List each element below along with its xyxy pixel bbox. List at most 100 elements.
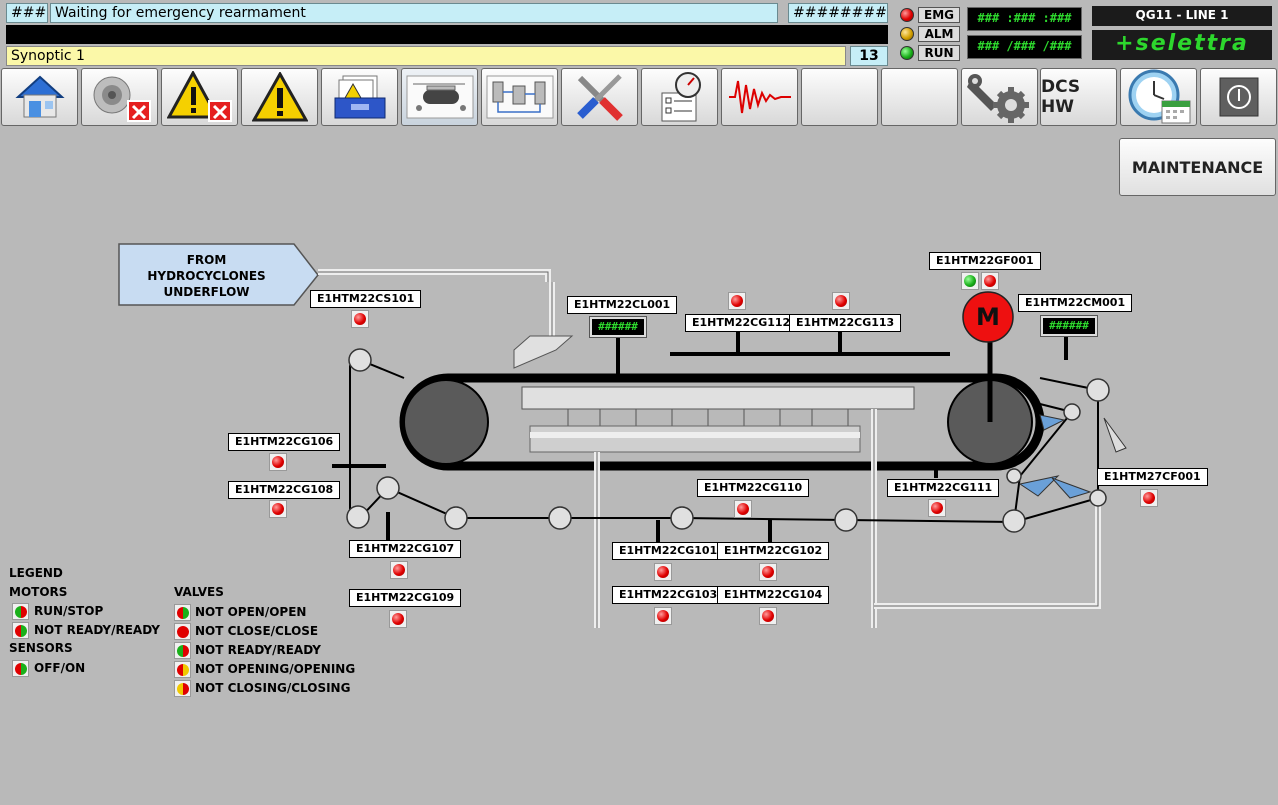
- synoptic-title: Synoptic 1: [6, 46, 846, 66]
- alarm-archive-button[interactable]: [321, 68, 398, 126]
- reset-alarm-button[interactable]: [161, 68, 238, 126]
- tag-cg108[interactable]: E1HTM22CG108: [228, 481, 341, 499]
- reset-alarm-icon: [166, 71, 232, 122]
- legend-close-icon: [174, 623, 191, 640]
- tag-cg112[interactable]: E1HTM22CG112: [685, 314, 798, 332]
- emg-label: EMG: [918, 7, 960, 23]
- alarm-warning-icon: [251, 72, 308, 122]
- legend-sensors-title: SENSORS: [9, 641, 73, 655]
- legend-valve-ready-icon: [174, 642, 191, 659]
- clock-calendar-icon: [1128, 69, 1190, 124]
- run-led: [900, 46, 914, 60]
- maintenance-button[interactable]: MAINTENANCE: [1119, 138, 1276, 196]
- legend-ready-icon: [12, 622, 29, 639]
- message-bar: [6, 25, 888, 44]
- legend-valves-1: NOT CLOSE/CLOSE: [195, 624, 319, 638]
- trend-button[interactable]: [721, 68, 798, 126]
- legend-motors-1: NOT READY/READY: [34, 623, 160, 637]
- blank-button-1[interactable]: [801, 68, 878, 126]
- legend-off-on-icon: [12, 660, 29, 677]
- legend-run-stop-icon: [12, 603, 29, 620]
- blank-button-2[interactable]: [881, 68, 958, 126]
- cs101-led[interactable]: [351, 310, 369, 328]
- header-left-code: ###: [6, 3, 48, 23]
- maintenance-label: MAINTENANCE: [1131, 157, 1264, 177]
- cg104-led[interactable]: [759, 607, 777, 625]
- tag-cg111[interactable]: E1HTM22CG111: [887, 479, 1000, 497]
- dcs-hw-button[interactable]: DCS HW: [1040, 68, 1117, 126]
- run-label: RUN: [918, 45, 960, 61]
- tag-cm001[interactable]: E1HTM22CM001: [1018, 294, 1133, 312]
- power-icon: [1219, 77, 1258, 117]
- wrench-gear-icon: [966, 74, 1029, 123]
- date-display: ### /### /###: [967, 35, 1082, 59]
- gf001-run-led[interactable]: [961, 272, 979, 290]
- cg112-led[interactable]: [728, 292, 746, 310]
- tag-gf001[interactable]: E1HTM22GF001: [929, 252, 1041, 270]
- legend-sensors-0: OFF/ON: [34, 661, 86, 675]
- tag-cf001[interactable]: E1HTM27CF001: [1097, 468, 1208, 486]
- tag-cg101[interactable]: E1HTM22CG101: [612, 542, 725, 560]
- legend-closing-icon: [174, 680, 191, 697]
- motor-symbol: [962, 291, 1014, 343]
- mute-speaker-icon: [93, 76, 151, 122]
- synoptic-1-icon: [406, 75, 473, 119]
- power-button[interactable]: [1200, 68, 1277, 126]
- cg101-led[interactable]: [654, 563, 672, 581]
- tag-cg107[interactable]: E1HTM22CG107: [349, 540, 462, 558]
- legend-opening-icon: [174, 661, 191, 678]
- tag-cg104[interactable]: E1HTM22CG104: [717, 586, 830, 604]
- tools-icon: [576, 74, 623, 121]
- tag-cg103[interactable]: E1HTM22CG103: [612, 586, 725, 604]
- legend-valves-title: VALVES: [174, 585, 224, 599]
- tag-cl001[interactable]: E1HTM22CL001: [567, 296, 678, 314]
- cg110-led[interactable]: [734, 500, 752, 518]
- motor-display: ######: [1040, 315, 1098, 337]
- mute-buzzer-button[interactable]: [81, 68, 158, 126]
- legend-valves-4: NOT CLOSING/CLOSING: [195, 681, 351, 695]
- cg113-led[interactable]: [832, 292, 850, 310]
- cg102-led[interactable]: [759, 563, 777, 581]
- cg109-led[interactable]: [389, 610, 407, 628]
- cf001-led[interactable]: [1140, 489, 1158, 507]
- tag-cg102[interactable]: E1HTM22CG102: [717, 542, 830, 560]
- legend-open-icon: [174, 604, 191, 621]
- tag-cs101[interactable]: E1HTM22CS101: [310, 290, 422, 308]
- tag-cg109[interactable]: E1HTM22CG109: [349, 589, 462, 607]
- legend-valves-3: NOT OPENING/OPENING: [195, 662, 356, 676]
- tag-cg110[interactable]: E1HTM22CG110: [697, 479, 810, 497]
- checklist-button[interactable]: [641, 68, 718, 126]
- trend-icon: [728, 80, 791, 114]
- line-title: QG11 - LINE 1: [1092, 6, 1272, 26]
- home-button[interactable]: [1, 68, 78, 126]
- cg111-led[interactable]: [928, 499, 946, 517]
- cg107-led[interactable]: [390, 561, 408, 579]
- tag-cg106[interactable]: E1HTM22CG106: [228, 433, 341, 451]
- gf001-ready-led[interactable]: [981, 272, 999, 290]
- alarm-archive-icon: [334, 75, 385, 119]
- gauge-checklist-icon: [661, 72, 701, 122]
- page-count: 13: [850, 46, 888, 66]
- alarms-button[interactable]: [241, 68, 318, 126]
- tools-button[interactable]: [561, 68, 638, 126]
- cg108-led[interactable]: [269, 500, 287, 518]
- synoptic-1-button[interactable]: [401, 68, 478, 126]
- emg-led: [900, 8, 914, 22]
- legend-valves-0: NOT OPEN/OPEN: [195, 605, 307, 619]
- date-time-button[interactable]: [1120, 68, 1197, 126]
- cg103-led[interactable]: [654, 607, 672, 625]
- tag-cg113[interactable]: E1HTM22CG113: [789, 314, 902, 332]
- selettra-logo: +selettra: [1092, 30, 1272, 60]
- cg106-led[interactable]: [269, 453, 287, 471]
- settings-button[interactable]: [961, 68, 1038, 126]
- synoptic-2-button[interactable]: [481, 68, 558, 126]
- feed-arrow: [118, 243, 319, 306]
- time-display: ### :### :###: [967, 7, 1082, 31]
- level-display: ######: [589, 316, 647, 338]
- legend-motors-0: RUN/STOP: [34, 604, 104, 618]
- status-message: Waiting for emergency rearmament: [50, 3, 778, 23]
- legend-valves-2: NOT READY/READY: [195, 643, 321, 657]
- header-right-code: ########: [788, 3, 888, 23]
- feed-label: FROM HYDROCYCLONES UNDERFLOW: [147, 253, 266, 299]
